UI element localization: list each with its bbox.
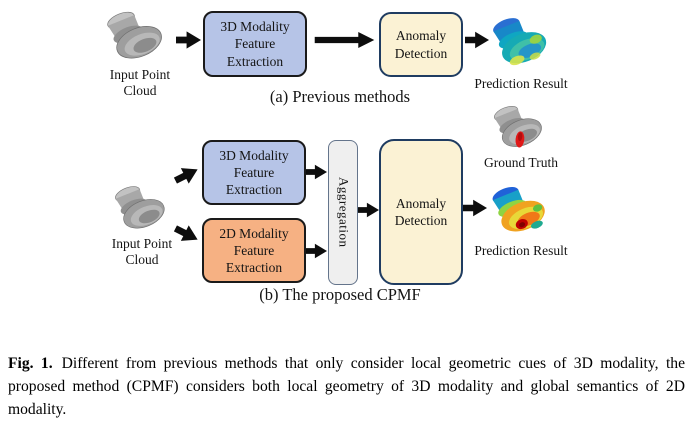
arrow-right-icon xyxy=(465,31,489,49)
figure-caption: Fig. 1.Different from previous methods t… xyxy=(8,352,685,422)
arrow-right-icon xyxy=(463,199,487,217)
panel-b-anomaly-detection-box: Anomaly Detection xyxy=(379,139,463,285)
figure-caption-tag: Fig. 1. xyxy=(8,354,53,372)
panel-b-input-point-cloud-image xyxy=(108,180,176,238)
panel-b-label: (b) The proposed CPMF xyxy=(259,285,421,304)
arrow-up-right-icon xyxy=(171,161,201,188)
panel-a-prediction-caption: Prediction Result xyxy=(474,76,568,91)
arrow-right-icon xyxy=(358,202,379,218)
arrow-right-icon xyxy=(306,243,327,259)
panel-a-prediction-result-image xyxy=(483,11,561,74)
point-cloud-gray-icon xyxy=(115,186,165,229)
panel-b-2d-modality-box: 2D Modality Feature Extraction xyxy=(202,218,306,283)
point-cloud-gray-icon xyxy=(107,11,162,59)
panel-a-3d-modality-box: 3D Modality Feature Extraction xyxy=(203,11,307,77)
panel-b-3d-modality-box: 3D Modality Feature Extraction xyxy=(202,140,306,205)
panel-a-anomaly-detection-box: Anomaly Detection xyxy=(379,12,463,77)
panel-b-ground-truth-caption: Ground Truth xyxy=(484,155,558,170)
panel-b-input-caption: Input Point Cloud xyxy=(111,236,173,267)
point-cloud-heatmap-icon xyxy=(492,186,545,232)
panel-b-ground-truth-image xyxy=(483,100,557,156)
panel-a-label: (a) Previous methods xyxy=(269,87,411,106)
panel-b-aggregation-box: Aggregation xyxy=(328,140,358,285)
point-cloud-ground-truth-icon xyxy=(494,105,542,148)
arrow-long-right-icon xyxy=(311,32,378,48)
arrow-right-icon xyxy=(306,164,327,180)
point-cloud-heatmap-icon xyxy=(493,18,547,66)
panel-a-input-point-cloud-image xyxy=(100,5,174,69)
figure-caption-text: Different from previous methods that onl… xyxy=(8,354,685,419)
panel-a-input-caption: Input Point Cloud xyxy=(109,67,171,98)
arrow-down-right-icon xyxy=(171,220,201,247)
panel-b-prediction-caption: Prediction Result xyxy=(474,243,568,258)
arrow-right-icon xyxy=(176,31,201,49)
panel-b-prediction-result-image xyxy=(482,180,560,242)
